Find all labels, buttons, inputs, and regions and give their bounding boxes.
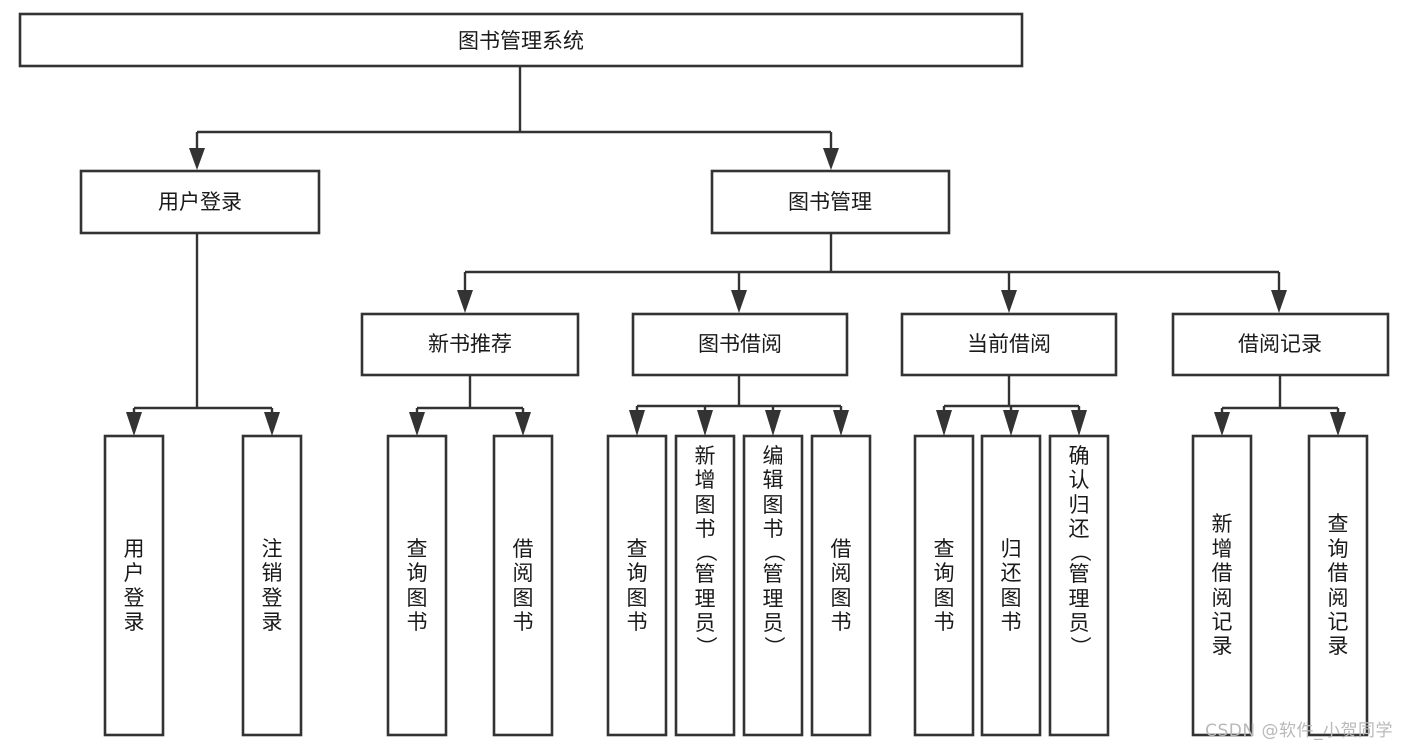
node-borrow-record-box[interactable] <box>1171 312 1390 377</box>
node-borrow-record[interactable]: 借阅记录 <box>1171 312 1390 377</box>
node-root-box[interactable] <box>18 12 1024 68</box>
node-book-borrow-box[interactable] <box>631 312 849 377</box>
arrow-head-leaf-query-record <box>1330 412 1346 436</box>
arrow-head-new-book-rec <box>457 290 473 313</box>
node-root[interactable]: 图书管理系统 <box>18 12 1024 68</box>
node-leaf-query-record-box[interactable] <box>1307 434 1369 737</box>
node-new-book-rec-label: 新书推荐 <box>428 332 512 356</box>
arrow-head-leaf-query-book-1 <box>409 412 425 436</box>
node-leaf-add-record-box[interactable] <box>1191 434 1253 737</box>
node-leaf-borrow-book-2-box[interactable] <box>810 434 872 737</box>
watermark: CSDN @软件_小贺同学 <box>1205 721 1393 741</box>
node-new-book-rec-box[interactable] <box>360 312 580 377</box>
connector-group <box>126 66 1346 436</box>
arrow-head-leaf-borrow-book-1 <box>515 412 531 436</box>
node-leaf-edit-book-box[interactable] <box>742 434 804 737</box>
arrow-head-leaf-add-book <box>697 410 713 436</box>
arrow-head-leaf-logout <box>264 412 280 436</box>
node-leaf-confirm-return-box[interactable] <box>1048 434 1110 737</box>
node-leaf-return-book-box[interactable] <box>980 434 1042 737</box>
arrow-head-leaf-confirm-return <box>1071 410 1087 436</box>
node-user-login[interactable]: 用户登录 <box>79 169 321 235</box>
arrow-head-book-manage <box>823 148 839 170</box>
arrow-head-leaf-borrow-book-2 <box>833 410 849 436</box>
node-book-borrow[interactable]: 图书借阅 <box>631 312 849 377</box>
node-leaf-user-login-box[interactable] <box>103 434 165 737</box>
arrow-head-current-borrow <box>1001 290 1017 313</box>
node-borrow-record-label: 借阅记录 <box>1238 332 1322 356</box>
arrow-head-leaf-return-book <box>1003 410 1019 436</box>
arrow-head-user-login <box>189 148 205 170</box>
node-leaf-add-book-box[interactable] <box>674 434 736 737</box>
node-current-borrow[interactable]: 当前借阅 <box>900 312 1118 377</box>
node-leaf-query-book-3-box[interactable] <box>913 434 975 737</box>
arrow-head-book-borrow <box>731 290 747 313</box>
node-book-manage[interactable]: 图书管理 <box>710 169 951 235</box>
node-user-login-label: 用户登录 <box>158 190 242 214</box>
arrow-head-borrow-record <box>1271 290 1287 313</box>
node-user-login-box[interactable] <box>79 169 321 235</box>
node-leaf-borrow-book-1-box[interactable] <box>492 434 554 737</box>
node-new-book-rec[interactable]: 新书推荐 <box>360 312 580 377</box>
node-current-borrow-label: 当前借阅 <box>967 332 1051 356</box>
node-leaf-logout-box[interactable] <box>241 434 303 737</box>
arrow-head-leaf-query-book-3 <box>936 410 952 436</box>
node-book-borrow-label: 图书借阅 <box>698 332 782 356</box>
node-root-label: 图书管理系统 <box>458 29 584 53</box>
node-leaf-query-book-2-box[interactable] <box>606 434 668 737</box>
arrow-head-leaf-user-login <box>126 412 142 436</box>
arrow-head-leaf-query-book-2 <box>629 410 645 436</box>
node-leaf-query-book-1-box[interactable] <box>386 434 448 737</box>
node-book-manage-box[interactable] <box>710 169 951 235</box>
arrow-head-leaf-edit-book <box>765 410 781 436</box>
arrow-head-leaf-add-record <box>1214 412 1230 436</box>
node-current-borrow-box[interactable] <box>900 312 1118 377</box>
node-book-manage-label: 图书管理 <box>788 190 872 214</box>
